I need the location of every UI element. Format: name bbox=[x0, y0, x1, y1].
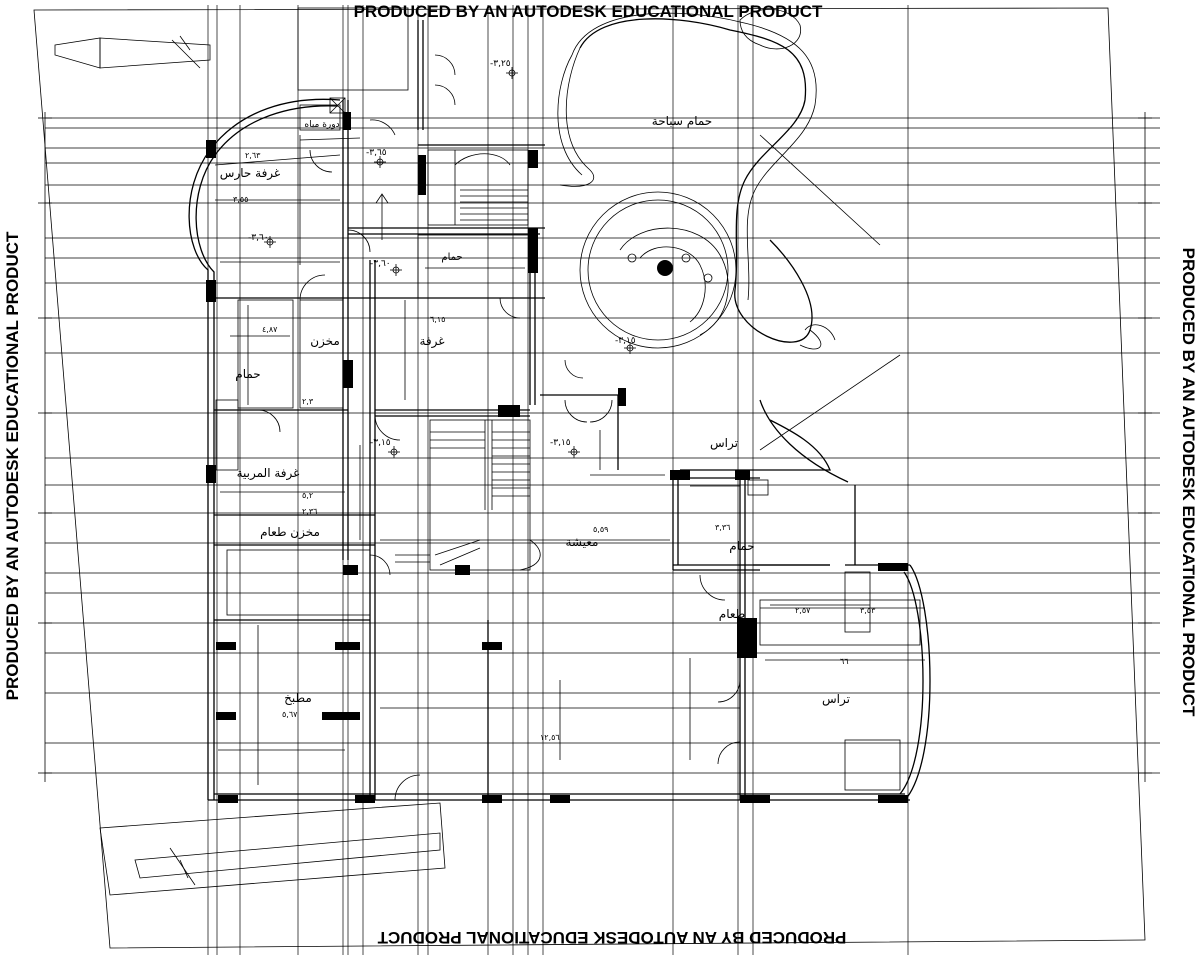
dimension-label: ١٢,٥٦ bbox=[540, 733, 560, 742]
room-label-food-storage: مخزن طعام bbox=[260, 525, 320, 540]
site-boundary bbox=[33, 7, 1146, 949]
staircase-upper bbox=[375, 149, 529, 240]
room-label-bath-3: حمام bbox=[729, 539, 754, 553]
level-marker-symbols bbox=[264, 67, 636, 458]
dimension-label: ٥,٦٧ bbox=[282, 710, 298, 719]
room-label-room: غرفة bbox=[419, 334, 444, 349]
dimension-label: ٣,٥٣ bbox=[860, 606, 876, 615]
level-label: -٣,٦٠ bbox=[370, 259, 391, 269]
room-labels: حمام سباحة غرفة حارس دورة مياه حمام غرفة… bbox=[220, 114, 850, 707]
room-label-terrace-2: تراس bbox=[822, 692, 850, 707]
inner-partitions bbox=[214, 97, 925, 785]
top-ramp bbox=[54, 7, 409, 91]
watermark-left: PRODUCED BY AN AUTODESK EDUCATIONAL PROD… bbox=[3, 231, 22, 700]
room-label-wc: دورة مياه bbox=[304, 120, 339, 130]
staircase-lower bbox=[395, 419, 541, 571]
room-label-dining: طعام bbox=[719, 607, 745, 621]
bottom-ramp bbox=[99, 802, 446, 896]
level-label: -٣,٦٠ bbox=[248, 233, 269, 243]
dimension-label: ٥,٢ bbox=[302, 491, 313, 500]
dimension-label: ٥,٥٩ bbox=[593, 525, 608, 534]
room-label-pool: حمام سباحة bbox=[652, 114, 712, 128]
watermark-right: PRODUCED BY AN AUTODESK EDUCATIONAL PROD… bbox=[1179, 248, 1198, 717]
room-label-terrace-1: تراس bbox=[710, 436, 738, 451]
level-label: -٣,١٥ bbox=[550, 438, 571, 448]
dimension-label: ٣,٣٦ bbox=[715, 523, 730, 532]
level-labels: -٣,٢٥ -٣,٦٥ -٣,٦٠ -٣,٦٠ -٣,١٥ -٣,١٥ -٣,١… bbox=[248, 59, 636, 448]
room-label-bath-2: حمام bbox=[235, 367, 260, 381]
dimension-label: ٢,٥٧ bbox=[795, 606, 811, 615]
dimension-label: ٢,٦٣ bbox=[245, 151, 261, 160]
horizontal-grid-lines bbox=[45, 117, 1160, 774]
room-label-nanny-room: غرفة المربية bbox=[237, 466, 300, 481]
dimension-label: ٦٦ bbox=[840, 657, 849, 666]
level-label: -٣,١٥ bbox=[615, 336, 636, 346]
dimension-label: ٦,١٥ bbox=[430, 315, 445, 324]
dimension-label: ٣,٥٥ bbox=[233, 195, 248, 204]
room-label-kitchen: مطبخ bbox=[284, 691, 312, 705]
room-label-storage: مخزن bbox=[310, 334, 340, 349]
level-label: -٣,٦٥ bbox=[366, 148, 387, 158]
dimension-label: ٢,٣ bbox=[302, 397, 314, 406]
dimension-labels: ٢,٦٣ ٣,٥٥ ٦,١٥ ٤,٨٧ ٢,٣ ٥,٢ ٢,٣٦ ٥,٥٩ ٣,… bbox=[233, 151, 876, 742]
watermark-bottom: PRODUCED BY AN AUTODESK EDUCATIONAL PROD… bbox=[377, 928, 846, 947]
room-label-living: معيشة bbox=[566, 535, 599, 549]
level-label: -٣,١٥ bbox=[370, 438, 391, 448]
door-swings bbox=[257, 54, 741, 801]
dimension-label: ٢,٣٦ bbox=[302, 507, 317, 516]
room-label-guard-room: غرفة حارس bbox=[220, 166, 280, 181]
dimension-label: ٤,٨٧ bbox=[262, 325, 278, 334]
level-label: -٣,٢٥ bbox=[490, 59, 511, 69]
room-label-bath-1: حمام bbox=[441, 252, 462, 263]
left-dimension-strip bbox=[38, 112, 52, 782]
watermark-top: PRODUCED BY AN AUTODESK EDUCATIONAL PROD… bbox=[354, 2, 823, 21]
right-dimension-strip bbox=[1138, 112, 1152, 782]
swimming-pool bbox=[557, 8, 901, 451]
